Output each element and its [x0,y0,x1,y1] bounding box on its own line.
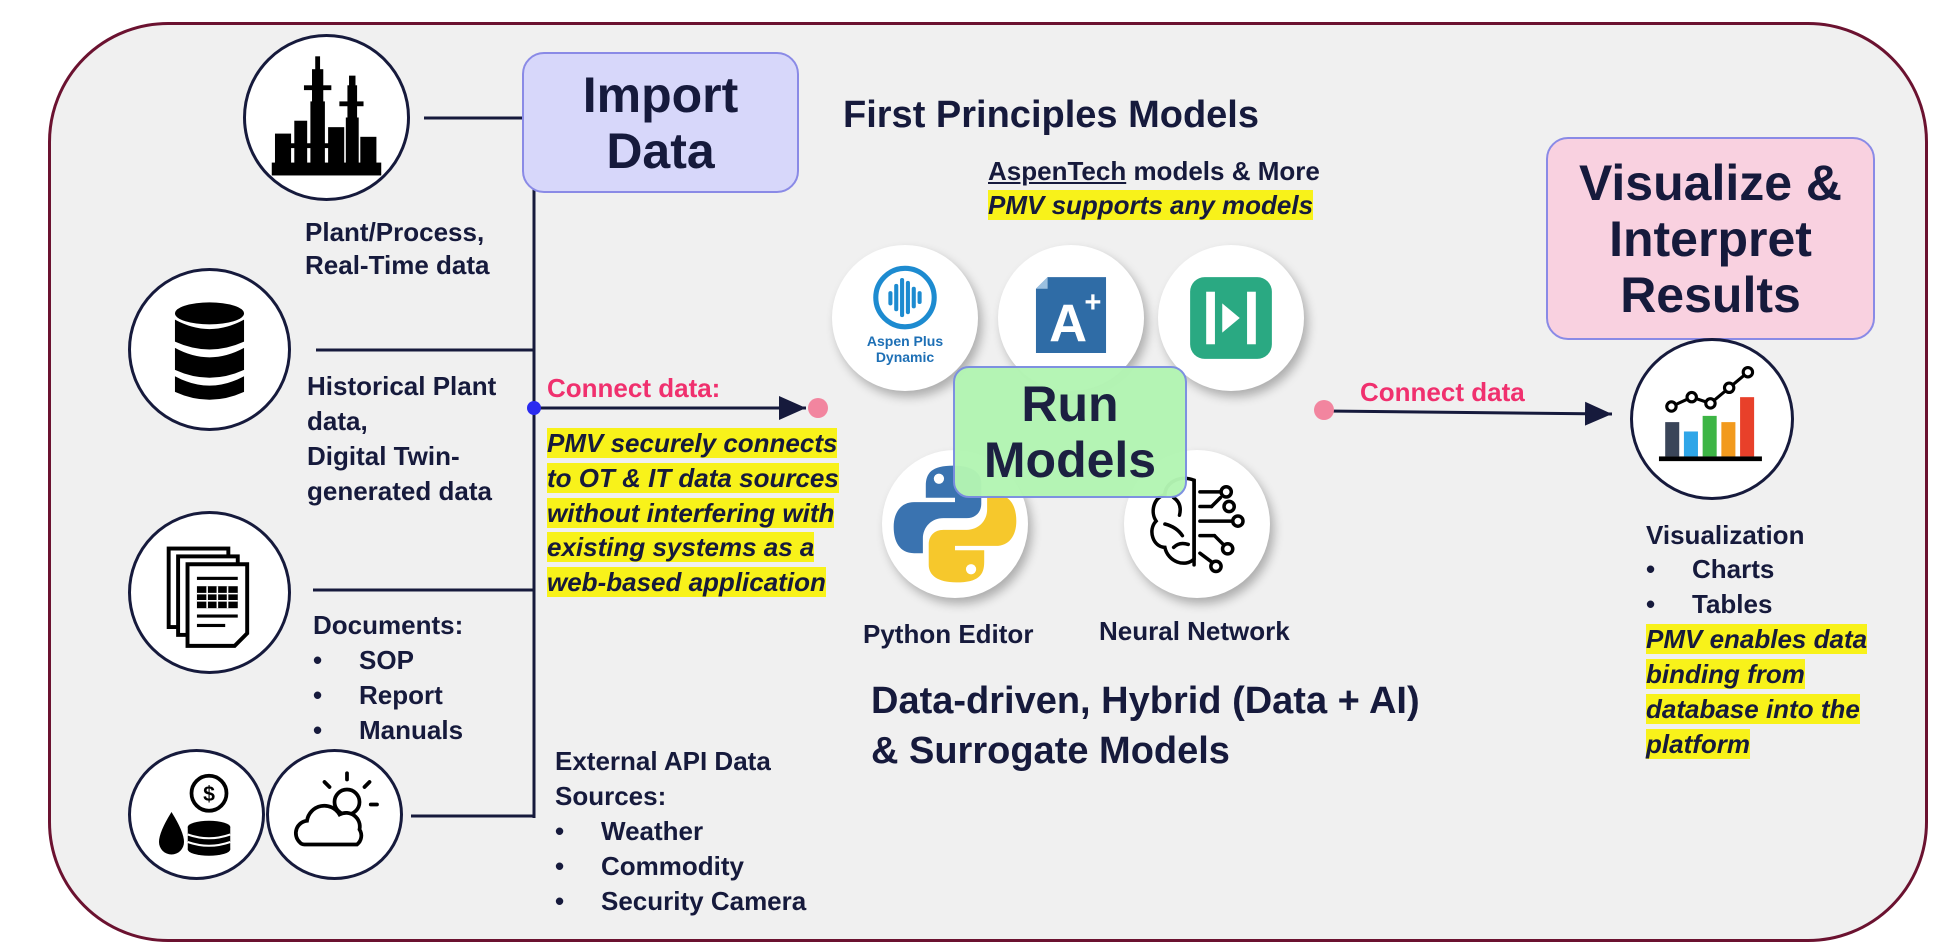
external-sources-list: WeatherCommoditySecurity Camera [555,814,806,919]
historical-data-label: Historical Plant data, Digital Twin- gen… [307,369,496,509]
external-api-label: External API Data Sources: WeatherCommod… [555,744,806,919]
python-editor-label: Python Editor [863,619,1034,649]
external-label-line2: Sources: [555,781,667,812]
external-label-line1: External API Data [555,746,771,776]
historical-label-line3: Digital Twin- [307,441,460,472]
historical-label-line2: data, [307,406,368,437]
visualize-interpret-box: Visualize & Interpret Results [1546,137,1875,340]
connect-right-startpoint-dot [1314,400,1334,420]
run-models-box: Run Models [953,366,1187,498]
neural-network-label: Neural Network [1099,616,1290,646]
aspentech-brand: AspenTech [988,156,1127,186]
visualization-note-line: database into the [1646,694,1860,725]
external-sources-list-item: Commodity [555,849,806,884]
hysys-model-icon [1158,245,1304,391]
visualization-note-line: platform [1646,729,1750,760]
data-driven-title-line1: Data-driven, Hybrid (Data + AI) [871,680,1420,722]
pmv-supports-models-text: PMV supports any models [988,190,1314,220]
external-sources-list-item: Security Camera [555,884,806,919]
documents-list-item: Report [313,678,463,713]
aspentech-models-line: AspenTech models & More [988,155,1320,188]
first-principles-title: First Principles Models [843,94,1259,136]
import-data-title: Import Data [582,66,739,179]
pmv-supports-models-note: PMV supports any models [988,189,1314,222]
visualization-list-item: Tables [1646,587,1804,621]
historical-label-line4: generated data [307,476,492,507]
weather-cloud-sun-icon [266,749,403,880]
connect-data-left-note-line: web-based application [547,567,826,598]
aspentech-suffix: models & More [1126,156,1320,186]
neural-network-brain-icon [1124,450,1270,598]
visualization-list-item: Charts [1646,552,1804,586]
visualization-label: Visualization ChartsTables [1646,518,1804,621]
plant-refinery-icon [243,34,410,201]
connect-data-left-note-line: PMV securely connects [547,428,838,458]
connect-data-left-label: Connect data: [547,373,721,403]
plant-label-line1: Plant/Process, [305,217,485,247]
data-driven-models-title: Data-driven, Hybrid (Data + AI) & Surrog… [871,676,1420,776]
aspen-plus-dynamic-icon: Aspen Plus Dynamic [832,245,978,391]
documents-label: Documents: SOPReportManuals [313,608,463,748]
run-models-title: Run Models [983,376,1157,488]
connect-data-right-arrow [1325,401,1613,426]
aspen-plus-dynamic-line2: Dynamic [875,349,935,366]
connect-left-endpoint-dot [808,398,828,418]
documents-title: Documents: [313,610,464,640]
documents-icon [128,511,291,674]
visualize-interpret-title: Visualize & Interpret Results [1578,154,1843,323]
connect-data-left-note-line: existing systems as a [547,532,815,563]
visualization-note-line: PMV enables data [1646,624,1868,654]
visualization-list: ChartsTables [1646,552,1804,621]
commodity-coins-icon: $ [128,749,265,880]
data-driven-title-line2: & Surrogate Models [871,730,1230,773]
connect-data-left-note-line: to OT & IT data sources [547,462,839,493]
documents-list-item: SOP [313,643,463,678]
bus-junction-dot [527,401,541,415]
svg-text:$: $ [203,782,215,806]
import-data-box: Import Data [522,52,799,193]
connect-data-left-note-line: without interfering with [547,497,835,528]
bar-chart-icon [1630,338,1794,500]
svg-text:A: A [1049,294,1087,353]
plant-data-label: Plant/Process, Real-Time data [305,216,489,282]
connect-data-left-note: PMV securely connects to OT & IT data sou… [547,426,839,600]
visualization-note: PMV enables data binding from database int… [1646,622,1868,762]
database-icon [128,268,291,431]
historical-label-line1: Historical Plant [307,371,497,401]
documents-list: SOPReportManuals [313,643,463,748]
svg-text:+: + [1084,287,1101,319]
connect-data-right-label: Connect data [1360,377,1525,407]
documents-list-item: Manuals [313,713,463,748]
aspen-plus-dynamic-line1: Aspen Plus [866,333,944,349]
plant-label-line2: Real-Time data [305,249,490,280]
visualization-title: Visualization [1646,520,1805,550]
visualization-note-line: binding from [1646,659,1805,690]
external-sources-list-item: Weather [555,814,806,849]
